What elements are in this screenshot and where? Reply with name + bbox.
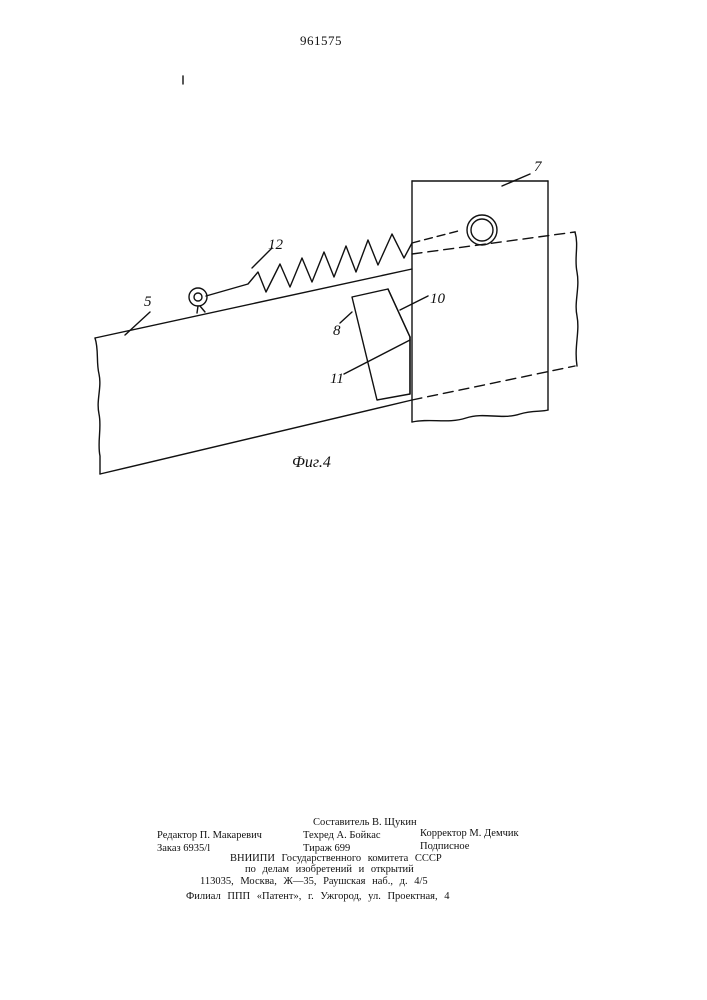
label-5: 5 (144, 294, 152, 310)
figure-caption: Фиг.4 (292, 454, 331, 471)
compiler: Составитель В. Щукин (313, 817, 417, 829)
order-number: Заказ 6935/l (157, 843, 210, 855)
org-line-2: по делам изобретений и открытий (245, 864, 414, 876)
label-12: 12 (268, 237, 284, 253)
label-11: 11 (330, 371, 344, 387)
label-10: 10 (430, 291, 446, 307)
editor: Редактор П. Макаревич (157, 830, 262, 842)
spring-hook (189, 288, 207, 313)
leader-lines (125, 296, 428, 374)
branch-address: Филиал ППП «Патент», г. Ужгород, ул. Про… (186, 891, 449, 903)
label-8: 8 (333, 323, 341, 339)
tech-editor: Техред А. Бойкас (303, 830, 381, 842)
proofreader: Корректор М. Демчик (420, 828, 519, 840)
address: 113035, Москва, Ж—35, Раушская наб., д. … (200, 876, 428, 888)
label-7: 7 (534, 159, 543, 175)
part-5-inclined-bar (95, 232, 578, 474)
subscription: Подписное (420, 841, 469, 853)
pin-circle (467, 215, 497, 245)
